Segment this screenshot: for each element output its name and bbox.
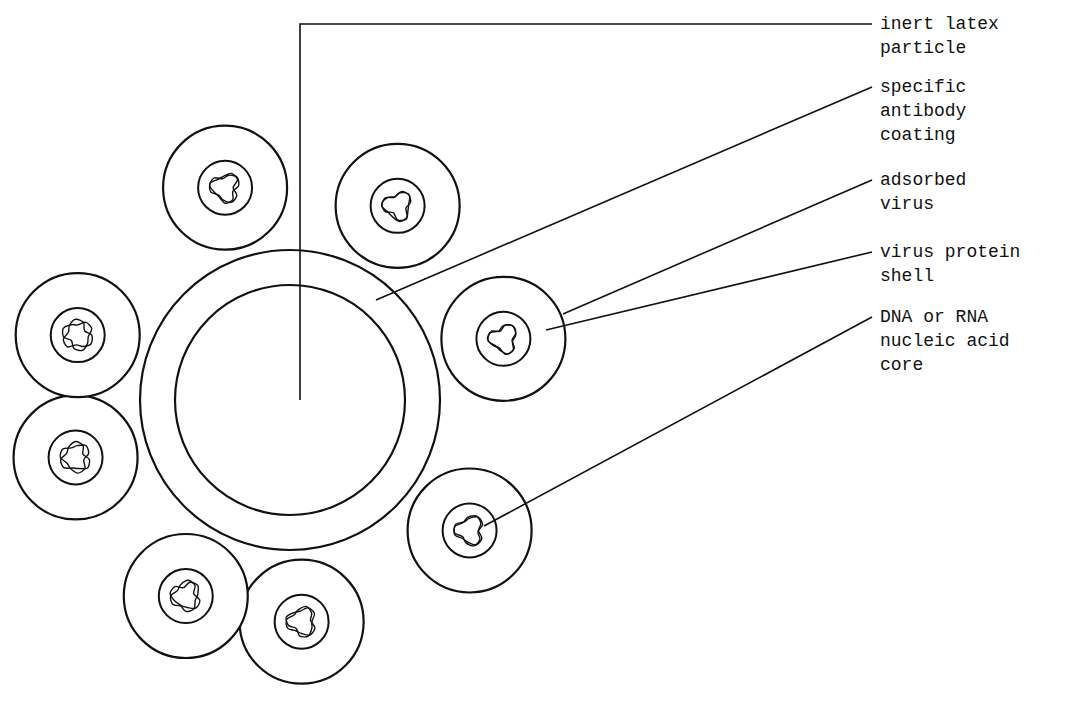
virus-shell bbox=[441, 277, 565, 401]
leader-line bbox=[300, 24, 872, 400]
nucleic-acid-strand bbox=[61, 442, 90, 469]
part-label: virus protein shell bbox=[880, 240, 1028, 288]
particle-figure bbox=[14, 126, 566, 684]
virus bbox=[16, 273, 140, 397]
virus-shell bbox=[163, 126, 287, 250]
virus-shell bbox=[336, 144, 460, 268]
leader-line bbox=[484, 317, 872, 526]
virus-shell bbox=[124, 534, 248, 658]
virus-shell bbox=[16, 273, 140, 397]
virus bbox=[408, 468, 532, 592]
nucleic-acid-strand bbox=[382, 193, 411, 222]
virus bbox=[124, 534, 248, 658]
leader-line bbox=[376, 87, 872, 300]
part-label: DNA or RNA nucleic acid core bbox=[880, 305, 1028, 377]
part-label: adsorbed virus bbox=[880, 168, 1028, 216]
virus bbox=[240, 560, 364, 684]
part-label: inert latex particle bbox=[880, 12, 1028, 60]
virus-core bbox=[49, 430, 103, 484]
part-label: specific antibody coating bbox=[880, 75, 1028, 147]
leader-lines bbox=[300, 24, 872, 526]
virus bbox=[163, 126, 287, 250]
nucleic-acid-strand bbox=[170, 580, 199, 608]
virus-shell bbox=[240, 560, 364, 684]
virus-core bbox=[476, 312, 530, 366]
antibody-coating bbox=[140, 250, 440, 550]
nucleic-acid-strand bbox=[487, 325, 515, 354]
virus-core bbox=[198, 161, 252, 215]
nucleic-acid-strand bbox=[63, 319, 92, 347]
nucleic-acid-strand bbox=[454, 516, 482, 545]
virus-core bbox=[443, 503, 497, 557]
nucleic-acid-strand bbox=[488, 325, 516, 354]
virus-core bbox=[159, 569, 213, 623]
virus bbox=[336, 144, 460, 268]
nucleic-acid-strand bbox=[286, 606, 315, 635]
nucleic-acid-strand bbox=[210, 175, 239, 203]
leader-line bbox=[546, 252, 872, 330]
virus-shell bbox=[408, 468, 532, 592]
virus bbox=[14, 395, 138, 519]
virus bbox=[441, 277, 565, 401]
virus-shell bbox=[14, 395, 138, 519]
virus-core bbox=[51, 308, 105, 362]
leader-line bbox=[563, 180, 872, 314]
virus-core bbox=[275, 595, 329, 649]
latex-particle bbox=[175, 285, 405, 515]
virus-core bbox=[371, 179, 425, 233]
